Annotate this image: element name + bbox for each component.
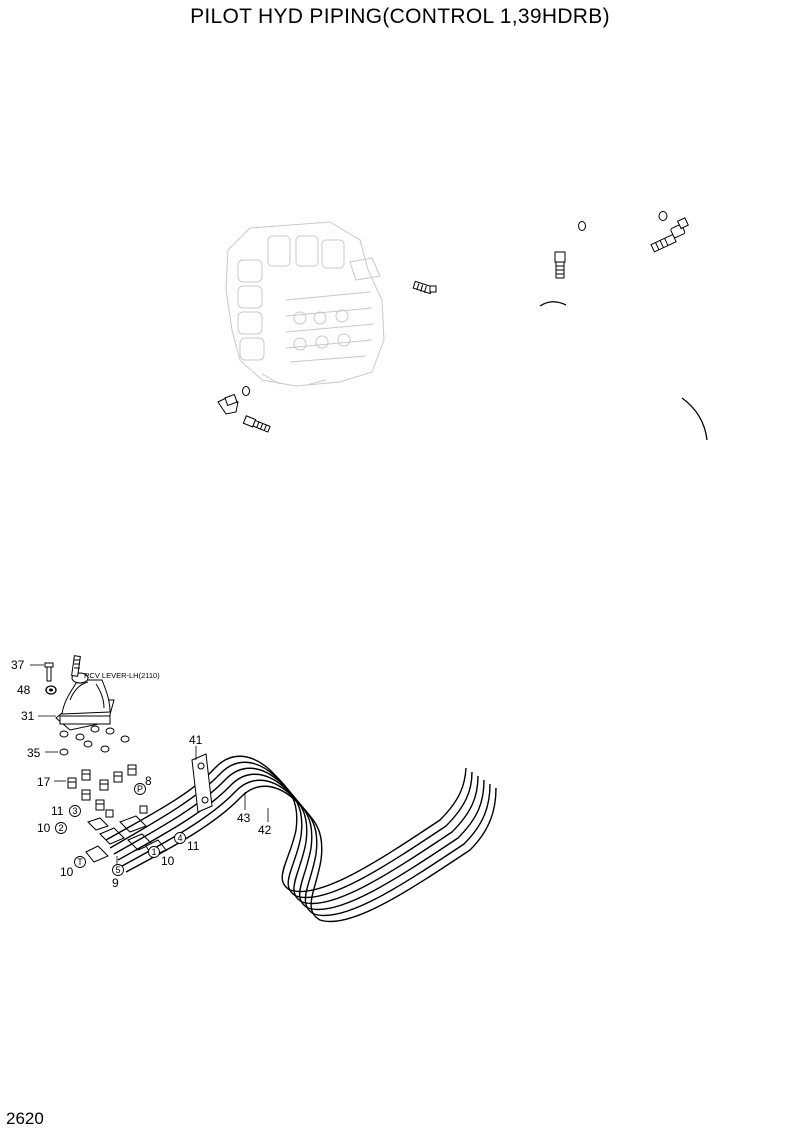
bolt-fitting-lower-left	[242, 415, 271, 433]
adapters-17	[67, 764, 137, 811]
port-marker-4: 4	[177, 833, 182, 843]
label-part-35: 35	[27, 746, 41, 760]
o-rings-35	[59, 725, 130, 756]
hose-bundle	[105, 755, 497, 923]
straight-connector-upper	[554, 251, 566, 279]
port-marker-1: 1	[151, 847, 156, 857]
port-marker-2: 2	[58, 823, 63, 833]
label-part-41: 41	[189, 733, 203, 747]
upper-fittings	[217, 211, 689, 433]
bolt-37	[44, 662, 54, 682]
port-marker-p: P	[137, 784, 143, 794]
port-marker-3: 3	[72, 806, 77, 816]
label-part-17: 17	[37, 775, 51, 789]
label-part-11-right: 11	[187, 839, 200, 853]
label-part-37: 37	[11, 658, 25, 672]
port-marker-5: 5	[115, 865, 120, 875]
label-part-10-right: 10	[161, 854, 175, 868]
port-marker-t: T	[77, 857, 83, 867]
label-part-48: 48	[17, 683, 31, 697]
hose-arc-right	[681, 397, 708, 441]
label-part-42: 42	[258, 823, 272, 837]
label-part-31: 31	[21, 709, 35, 723]
hose-arc-upper	[539, 301, 567, 307]
control-valve	[225, 221, 385, 387]
o-ring-upper-1	[578, 221, 586, 231]
label-part-10-left: 10	[37, 821, 51, 835]
elbow-fitting-right	[650, 217, 689, 253]
rcv-lever	[55, 655, 115, 731]
label-part-9: 9	[112, 876, 119, 890]
clamp-41	[191, 753, 213, 813]
o-ring-lower-left	[242, 386, 250, 396]
leader-lines	[30, 664, 269, 864]
label-rcv-lever: RCV LEVER-LH(2110)	[84, 671, 160, 680]
o-ring-upper-2	[658, 211, 668, 221]
elbow-fitting-lower-left	[217, 393, 239, 415]
elbow-fitting-upper	[412, 280, 437, 295]
page-number: 2620	[6, 1109, 44, 1128]
label-part-8: 8	[145, 774, 152, 788]
label-part-11-left: 11	[51, 804, 64, 818]
label-part-43: 43	[237, 811, 251, 825]
page-title: PILOT HYD PIPING(CONTROL 1,39HDRB)	[190, 5, 610, 28]
label-part-10-bottom: 10	[60, 865, 74, 879]
